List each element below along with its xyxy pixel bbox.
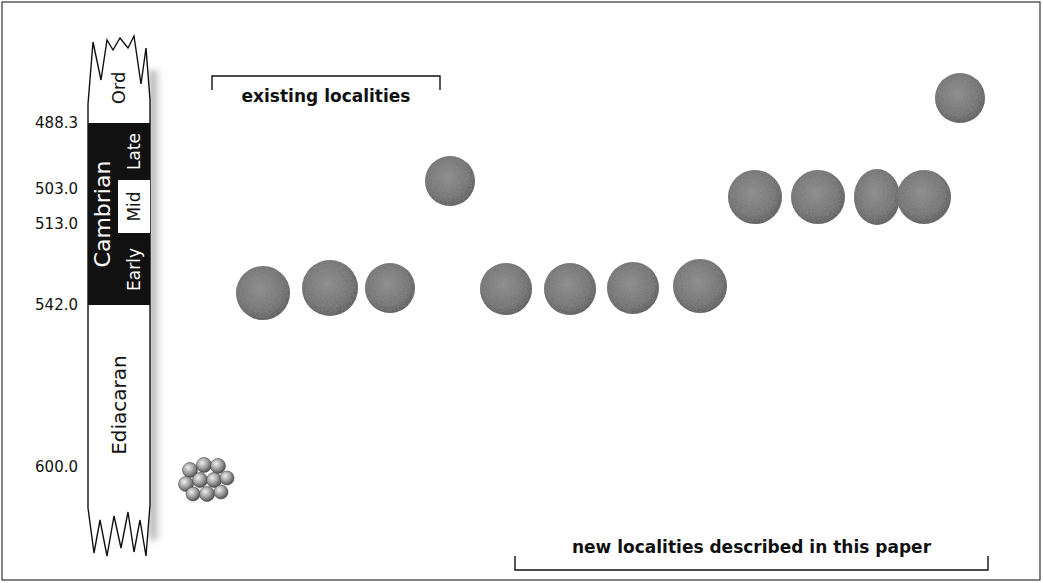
age-value: 542.0 (8, 295, 78, 315)
age-value: 513.0 (8, 214, 78, 234)
period-name: Ord (110, 71, 128, 104)
period-band: Ord (88, 52, 150, 123)
age-value: 488.3 (8, 113, 78, 133)
time-column (88, 36, 150, 556)
period-name: Cambrian (92, 161, 114, 268)
epoch-band: Early (118, 233, 150, 305)
period-name: Late (126, 133, 143, 170)
age-value: 600.0 (8, 457, 78, 477)
period-name: Early (126, 248, 143, 291)
bracket-caption: new localities described in this paper (572, 537, 931, 557)
period-name: Ediacaran (109, 355, 129, 455)
age-value: 503.0 (8, 179, 78, 199)
fossil-embryos (236, 73, 985, 320)
bracket-caption: existing localities (242, 86, 411, 106)
label-area: Cambrian (88, 123, 118, 305)
embryo-cluster (179, 458, 235, 502)
period-name: Mid (126, 191, 143, 221)
period-band: Cambrian LateMidEarly (88, 123, 150, 305)
bracket-lines (212, 76, 988, 570)
period-band: Ediacaran (88, 305, 150, 505)
epoch-band: Late (118, 123, 150, 180)
epoch-band: Mid (118, 180, 150, 233)
column-shadow (150, 70, 164, 540)
